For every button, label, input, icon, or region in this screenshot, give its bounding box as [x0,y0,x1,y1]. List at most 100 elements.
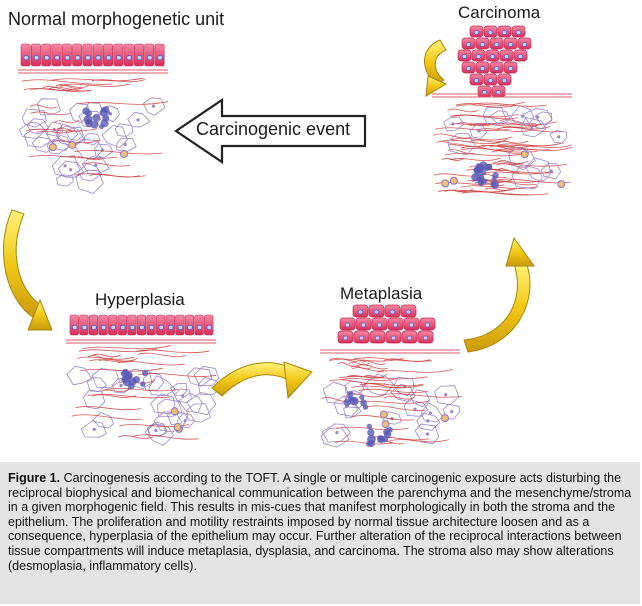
cell-nucleus [487,78,494,83]
stroma-fiber [340,377,398,381]
epithelial-cell [134,43,144,67]
inflammatory-cell [359,394,365,400]
inflammatory-cell [382,436,389,443]
stroma-cell [322,381,349,405]
arrow-carcinoma-loop [424,39,448,97]
toft-figure: Normal morphogenetic unit Carcinoma Carc… [2,3,573,448]
stroma-cell [443,403,461,420]
stroma-nucleus [530,127,534,131]
stroma-cell [144,423,175,446]
cell-nucleus [196,324,203,330]
stroma-fiber [383,358,431,362]
caption-label: Figure 1. [8,471,61,485]
stroma-cell [197,377,221,395]
stroma-cell [92,411,115,429]
stroma-fiber [83,162,131,167]
stroma-fiber [89,173,140,178]
stroma-fiber [444,188,474,193]
cell-nucleus [461,54,468,59]
stroma-nucleus [425,432,430,436]
stroma-fiber [489,145,550,151]
stroma-fiber [437,188,516,193]
cell-nucleus [408,322,415,328]
cell-nucleus [489,54,496,59]
epithelial-cell [61,43,72,67]
cell-nucleus [64,55,71,61]
stroma-fiber [74,149,163,155]
stroma-cell [443,116,465,132]
inflammatory-cell [85,119,93,128]
stroma-cell [390,383,416,403]
stroma-fiber [91,79,146,83]
stroma-cell [65,126,84,141]
stroma-fiber [461,191,549,196]
stroma-fiber [351,415,415,421]
cell-nucleus [129,324,136,330]
cell-nucleus [158,324,165,330]
stroma-fiber [351,384,424,389]
stroma-cell [382,411,402,425]
stroma-cell [55,174,74,187]
stroma-fiber [351,367,385,372]
inflammatory-cell [343,398,351,407]
label-carcinoma: Carcinoma [458,3,541,22]
cell-nucleus [515,30,522,35]
inflammatory-cell [362,404,369,410]
stroma-cell [524,157,552,183]
stroma-fiber [477,144,535,148]
stroma-fiber [474,181,505,186]
stroma-fiber [441,157,465,161]
inflammatory-cell [379,410,388,419]
stroma-fiber [28,155,118,159]
carcinogenic-event-arrow [174,97,367,165]
cell-nucleus [479,66,486,71]
inflammatory-cell [347,395,354,402]
cell-nucleus [503,54,510,59]
cell-nucleus [136,55,143,61]
panel-metaplasia [320,304,462,448]
stroma-cell [83,389,106,410]
inflammatory-cell [483,166,490,172]
cell-nucleus [100,324,107,330]
arrow-carcinoma-loop-body [424,39,447,85]
cell-nucleus [168,324,174,330]
cell-nucleus [120,324,126,330]
inflammatory-cell [491,180,500,189]
label-metaplasia: Metaplasia [340,284,423,303]
stroma-fiber [450,136,513,141]
epithelial-cell [92,43,103,67]
epithelial-cell [123,43,134,67]
inflammatory-cell [119,150,128,159]
cell-nucleus [501,78,508,83]
stroma-fiber [329,357,366,362]
stroma-fiber [59,83,130,87]
cell-nucleus [406,335,413,341]
cell-nucleus [110,324,116,330]
inflammatory-cell [173,423,182,432]
inflammatory-cell [170,407,179,416]
inflammatory-cell [90,120,99,129]
cell-nucleus [507,66,514,71]
inflammatory-cell [68,140,77,149]
arrow-metaplasia-to-carcinoma-head [505,236,535,267]
stroma-fiber [353,400,430,404]
inflammatory-cell [449,176,458,185]
cell-nucleus [479,42,486,47]
cell-nucleus [105,55,112,61]
inflammatory-cell [121,368,129,376]
stroma-fiber [436,140,464,147]
cell-nucleus [74,55,81,61]
stroma-cell [193,365,220,386]
cell-nucleus [344,322,351,328]
stroma-fiber [137,352,186,357]
cell-nucleus [85,55,91,61]
inflammatory-cell [481,178,488,185]
stroma-cell [127,111,151,128]
cell-nucleus [54,55,60,61]
stroma-fiber [447,149,475,155]
stroma-cell [508,146,536,171]
stroma-nucleus [92,427,96,431]
stroma-fiber [444,153,524,157]
epithelial-cell [154,43,165,67]
stroma-fiber [53,119,80,124]
